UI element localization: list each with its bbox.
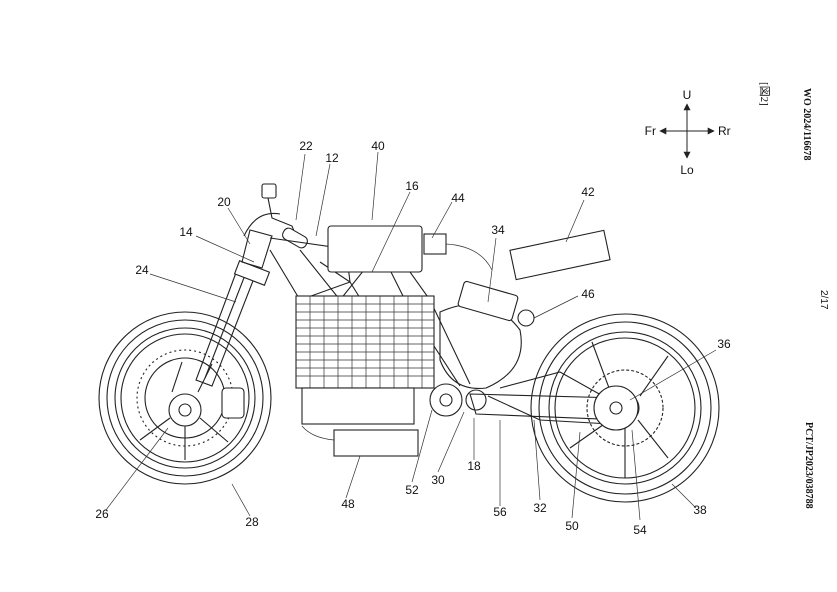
ref-16: 16 — [405, 179, 419, 193]
direction-front: Fr — [645, 124, 656, 138]
ref-24: 24 — [135, 263, 149, 277]
ref-22: 22 — [299, 139, 313, 153]
ref-48: 48 — [341, 497, 355, 511]
ref-30: 30 — [431, 473, 445, 487]
ref-36: 36 — [717, 337, 731, 351]
ref-32: 32 — [533, 501, 547, 515]
ref-56: 56 — [493, 505, 507, 519]
motor-unit — [429, 303, 522, 417]
ref-28: 28 — [245, 515, 259, 529]
ref-18: 18 — [467, 459, 481, 473]
rear-sprocket — [593, 385, 639, 431]
tail-unit — [509, 229, 611, 281]
direction-down: Lo — [680, 163, 694, 177]
ref-50: 50 — [565, 519, 579, 533]
ref-20: 20 — [217, 195, 231, 209]
ref-44: 44 — [451, 191, 465, 205]
ref-34: 34 — [491, 223, 505, 237]
ref-14: 14 — [179, 225, 193, 239]
direction-indicator: U Lo Fr Rr — [645, 88, 731, 177]
leader-lines — [105, 151, 717, 521]
harness — [301, 425, 335, 441]
front-wheel — [98, 311, 272, 485]
reference-numerals: 12 14 16 18 20 22 24 26 28 30 32 34 36 3… — [95, 139, 731, 537]
direction-rear: Rr — [718, 124, 731, 138]
direction-up: U — [683, 88, 692, 102]
rear-suspension — [457, 280, 535, 327]
ref-52: 52 — [405, 483, 419, 497]
ref-40: 40 — [371, 139, 385, 153]
controller-box — [333, 429, 419, 457]
ref-54: 54 — [633, 523, 647, 537]
ref-12: 12 — [325, 151, 339, 165]
radiator — [295, 295, 435, 425]
ref-38: 38 — [693, 503, 707, 517]
ref-46: 46 — [581, 287, 595, 301]
ref-26: 26 — [95, 507, 109, 521]
ref-42: 42 — [581, 185, 595, 199]
front-fork — [195, 229, 273, 387]
battery-case — [327, 225, 493, 273]
